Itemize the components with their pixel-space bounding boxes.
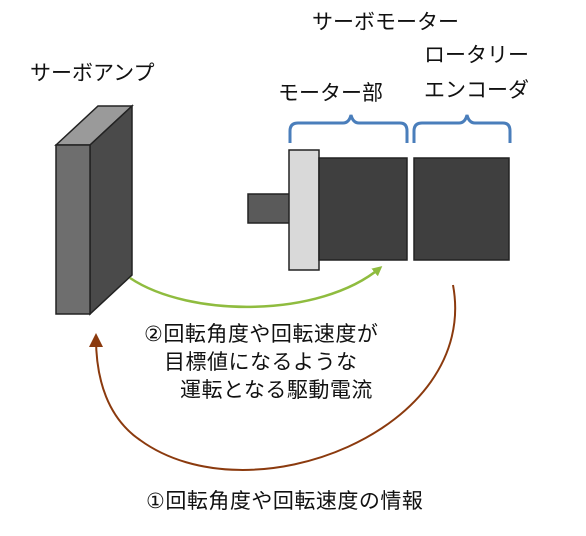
motor-part-label: モーター部 (278, 81, 383, 105)
rotary-encoder-body (413, 157, 510, 261)
motor-shaft (247, 193, 291, 224)
command-annotation-line1: ②回転角度や回転速度が (144, 322, 379, 346)
encoder-bracket (412, 114, 512, 143)
motor-body (318, 157, 408, 261)
motor-part-bracket (288, 114, 409, 143)
servo-amp-label: サーボアンプ (30, 61, 155, 85)
servo-amplifier (54, 104, 134, 316)
feedback-arrow (89, 284, 457, 471)
servo-amp-front-face (55, 144, 91, 315)
command-annotation-line2: 目標値になるような (164, 350, 358, 374)
servo-motor-label: サーボモーター (312, 10, 459, 34)
servo-motor (247, 149, 510, 271)
drive-current-arrow (129, 266, 383, 309)
command-annotation-line3: 運転となる駆動電流 (180, 378, 373, 402)
rotary-encoder-label-line2: エンコーダ (424, 78, 529, 102)
rotary-encoder-label-line1: ロータリー (424, 43, 529, 67)
feedback-annotation: ①回転角度や回転速度の情報 (146, 489, 424, 513)
motor-flange (288, 149, 320, 271)
